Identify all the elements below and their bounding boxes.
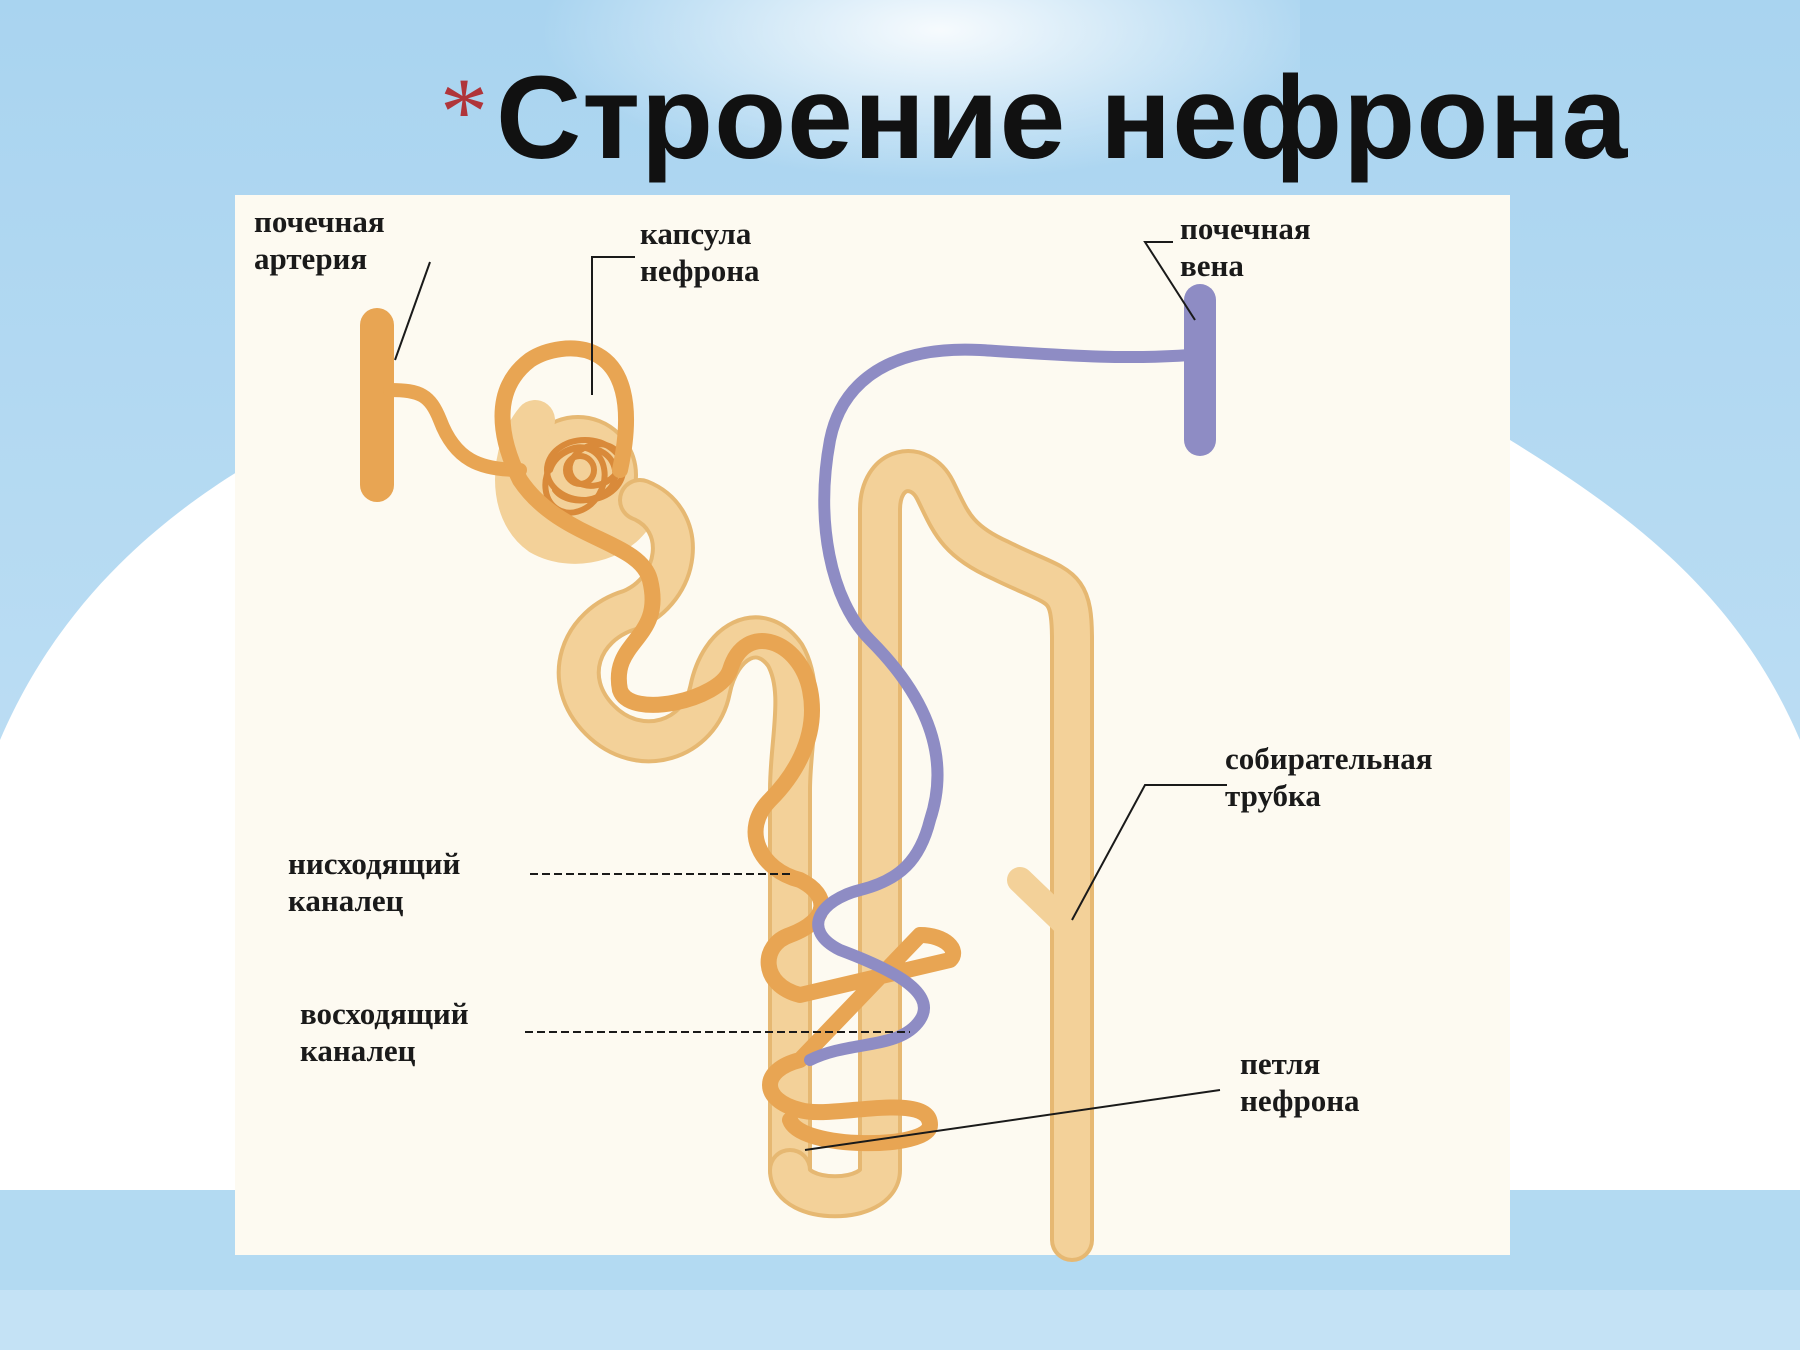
pointer-renal-vein: [1143, 241, 1196, 321]
pointer-capsule: [591, 256, 635, 395]
pointer-loop: [804, 1089, 1221, 1151]
slide-title: * Строение нефрона: [440, 38, 1628, 198]
venous-system: [804, 284, 1216, 1066]
label-ascending-tubule: восходящий каналец: [300, 996, 469, 1068]
label-descending-tubule: нисходящий каналец: [288, 846, 461, 918]
pointer-collecting-duct: [1071, 784, 1227, 921]
label-nephron-capsule: капсула нефрона: [640, 216, 760, 288]
arterial-system: [360, 308, 962, 1152]
label-renal-artery: почечная артерия: [254, 204, 385, 276]
label-collecting-duct: собирательная трубка: [1225, 741, 1433, 813]
title-text: Строение нефрона: [496, 52, 1629, 184]
peritubular-vessel: [804, 343, 1196, 1066]
title-bullet: *: [440, 58, 488, 165]
label-renal-vein: почечная вена: [1180, 211, 1311, 283]
pointer-renal-artery: [394, 261, 431, 361]
pointer-lines: [394, 241, 1227, 1151]
collecting-duct-branch: [1007, 867, 1085, 943]
label-nephron-loop: петля нефрона: [1240, 1046, 1360, 1118]
efferent-vessel: [494, 340, 962, 1152]
